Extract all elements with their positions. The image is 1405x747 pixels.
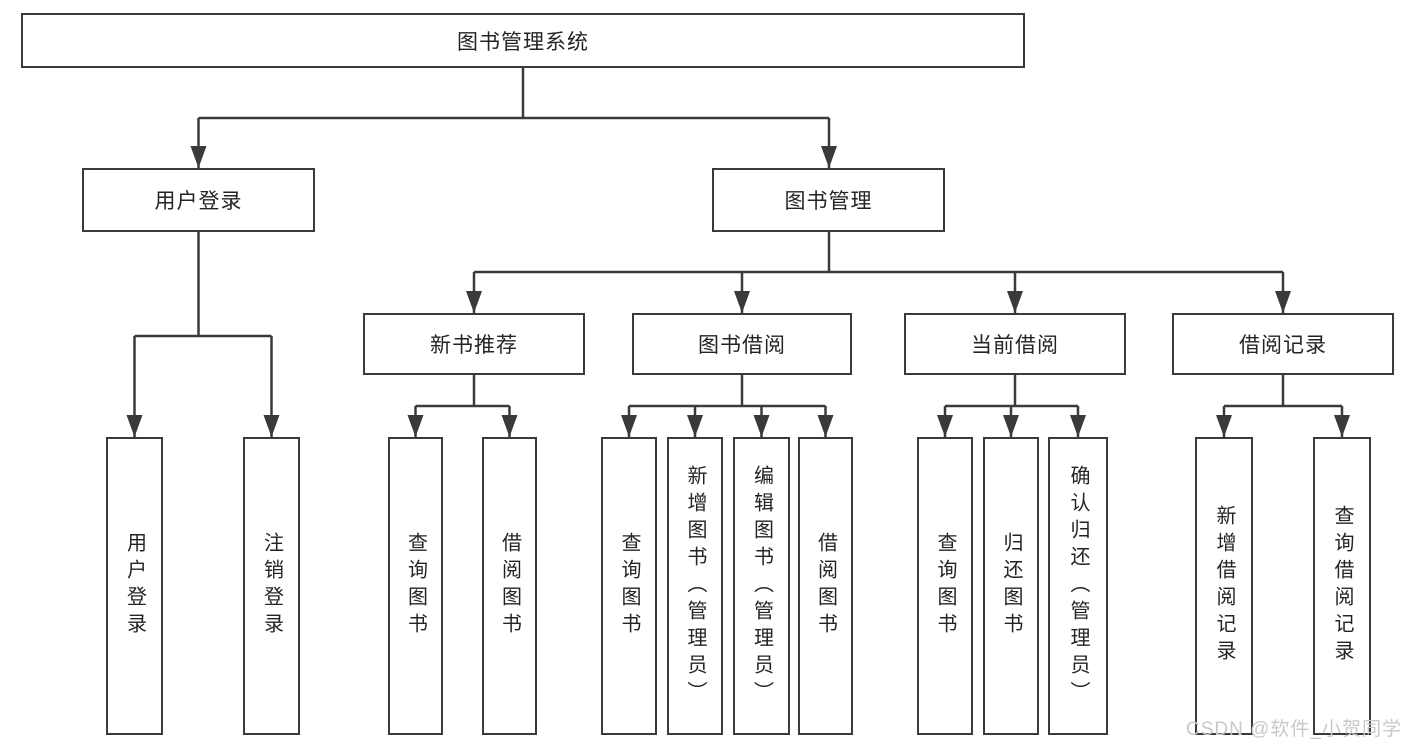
leaf-borrow-add-book-label: 新增图书（管理员） <box>684 464 706 708</box>
leaf-newbook-borrow: 借阅图书 <box>482 437 537 735</box>
node-user-login: 用户登录 <box>82 168 315 232</box>
leaf-query-borrow-record-label: 查询借阅记录 <box>1331 505 1353 667</box>
leaf-add-borrow-record-label: 新增借阅记录 <box>1213 505 1235 667</box>
leaf-newbook-query: 查询图书 <box>388 437 443 735</box>
leaf-current-query-label: 查询图书 <box>934 532 956 640</box>
leaf-borrow-add-book: 新增图书（管理员） <box>667 437 723 735</box>
node-current-borrow: 当前借阅 <box>904 313 1126 375</box>
leaf-borrow-book-label: 借阅图书 <box>814 532 837 640</box>
node-book-management-label: 图书管理 <box>784 190 873 213</box>
node-new-book-recommend: 新书推荐 <box>363 313 585 375</box>
node-book-management: 图书管理 <box>712 168 945 232</box>
leaf-confirm-return: 确认归还（管理员） <box>1048 437 1108 735</box>
leaf-return-book-label: 归还图书 <box>1000 532 1022 640</box>
node-book-borrow-label: 图书借阅 <box>698 334 786 357</box>
node-root: 图书管理系统 <box>21 13 1025 68</box>
leaf-borrow-edit-book-label: 编辑图书（管理员） <box>750 464 773 708</box>
node-book-borrow: 图书借阅 <box>632 313 852 375</box>
leaf-newbook-query-label: 查询图书 <box>404 532 427 640</box>
leaf-borrow-book: 借阅图书 <box>798 437 853 735</box>
node-borrow-record-label: 借阅记录 <box>1239 334 1327 357</box>
node-current-borrow-label: 当前借阅 <box>971 334 1059 357</box>
leaf-logout-label: 注销登录 <box>260 532 283 640</box>
leaf-user-login-label: 用户登录 <box>123 532 146 640</box>
leaf-confirm-return-label: 确认归还（管理员） <box>1067 464 1089 708</box>
leaf-user-login: 用户登录 <box>106 437 163 735</box>
node-root-label: 图书管理系统 <box>457 30 589 54</box>
leaf-query-borrow-record: 查询借阅记录 <box>1313 437 1371 735</box>
leaf-borrow-edit-book: 编辑图书（管理员） <box>733 437 790 735</box>
leaf-add-borrow-record: 新增借阅记录 <box>1195 437 1253 735</box>
leaf-borrow-query-label: 查询图书 <box>618 532 640 640</box>
leaf-current-query: 查询图书 <box>917 437 973 735</box>
node-new-book-recommend-label: 新书推荐 <box>430 334 518 357</box>
node-borrow-record: 借阅记录 <box>1172 313 1394 375</box>
leaf-return-book: 归还图书 <box>983 437 1039 735</box>
leaf-borrow-query: 查询图书 <box>601 437 657 735</box>
leaf-logout: 注销登录 <box>243 437 300 735</box>
node-user-login-label: 用户登录 <box>154 190 243 213</box>
leaf-newbook-borrow-label: 借阅图书 <box>498 532 521 640</box>
watermark: CSDN @软件_小贺同学 <box>1186 719 1402 740</box>
